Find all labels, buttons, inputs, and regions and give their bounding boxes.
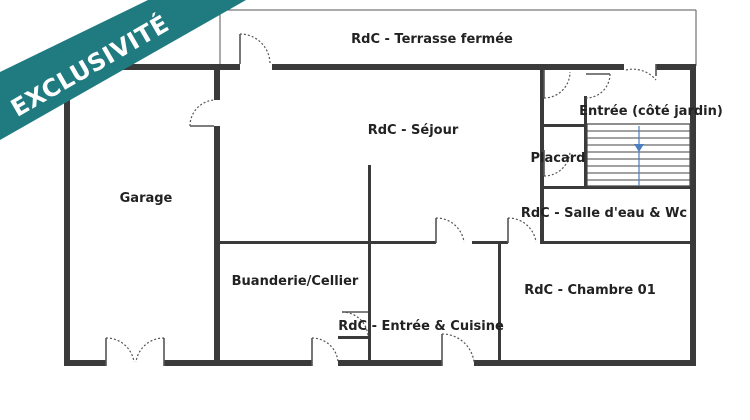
- ribbon-band: [0, 0, 246, 140]
- label-chambre: RdC - Chambre 01: [524, 283, 656, 298]
- doors: [105, 33, 657, 366]
- label-entree-jardin: Entrée (côté jardin): [579, 104, 723, 119]
- label-terrasse: RdC - Terrasse fermée: [351, 32, 513, 47]
- terrasse-outline: [219, 9, 697, 66]
- label-entree-cuisine: RdC - Entrée & Cuisine: [338, 319, 504, 334]
- label-garage: Garage: [120, 191, 173, 206]
- interior-walls: [214, 64, 690, 366]
- outer-walls: [64, 64, 696, 366]
- room-labels: RdC - Terrasse fermée RdC - Séjour Entré…: [120, 32, 723, 334]
- staircase: [586, 123, 691, 187]
- label-salle-eau: RdC - Salle d'eau & Wc: [521, 206, 687, 221]
- label-sejour: RdC - Séjour: [368, 123, 459, 138]
- label-placard: Placard: [531, 151, 586, 166]
- label-buanderie: Buanderie/Cellier: [232, 274, 359, 289]
